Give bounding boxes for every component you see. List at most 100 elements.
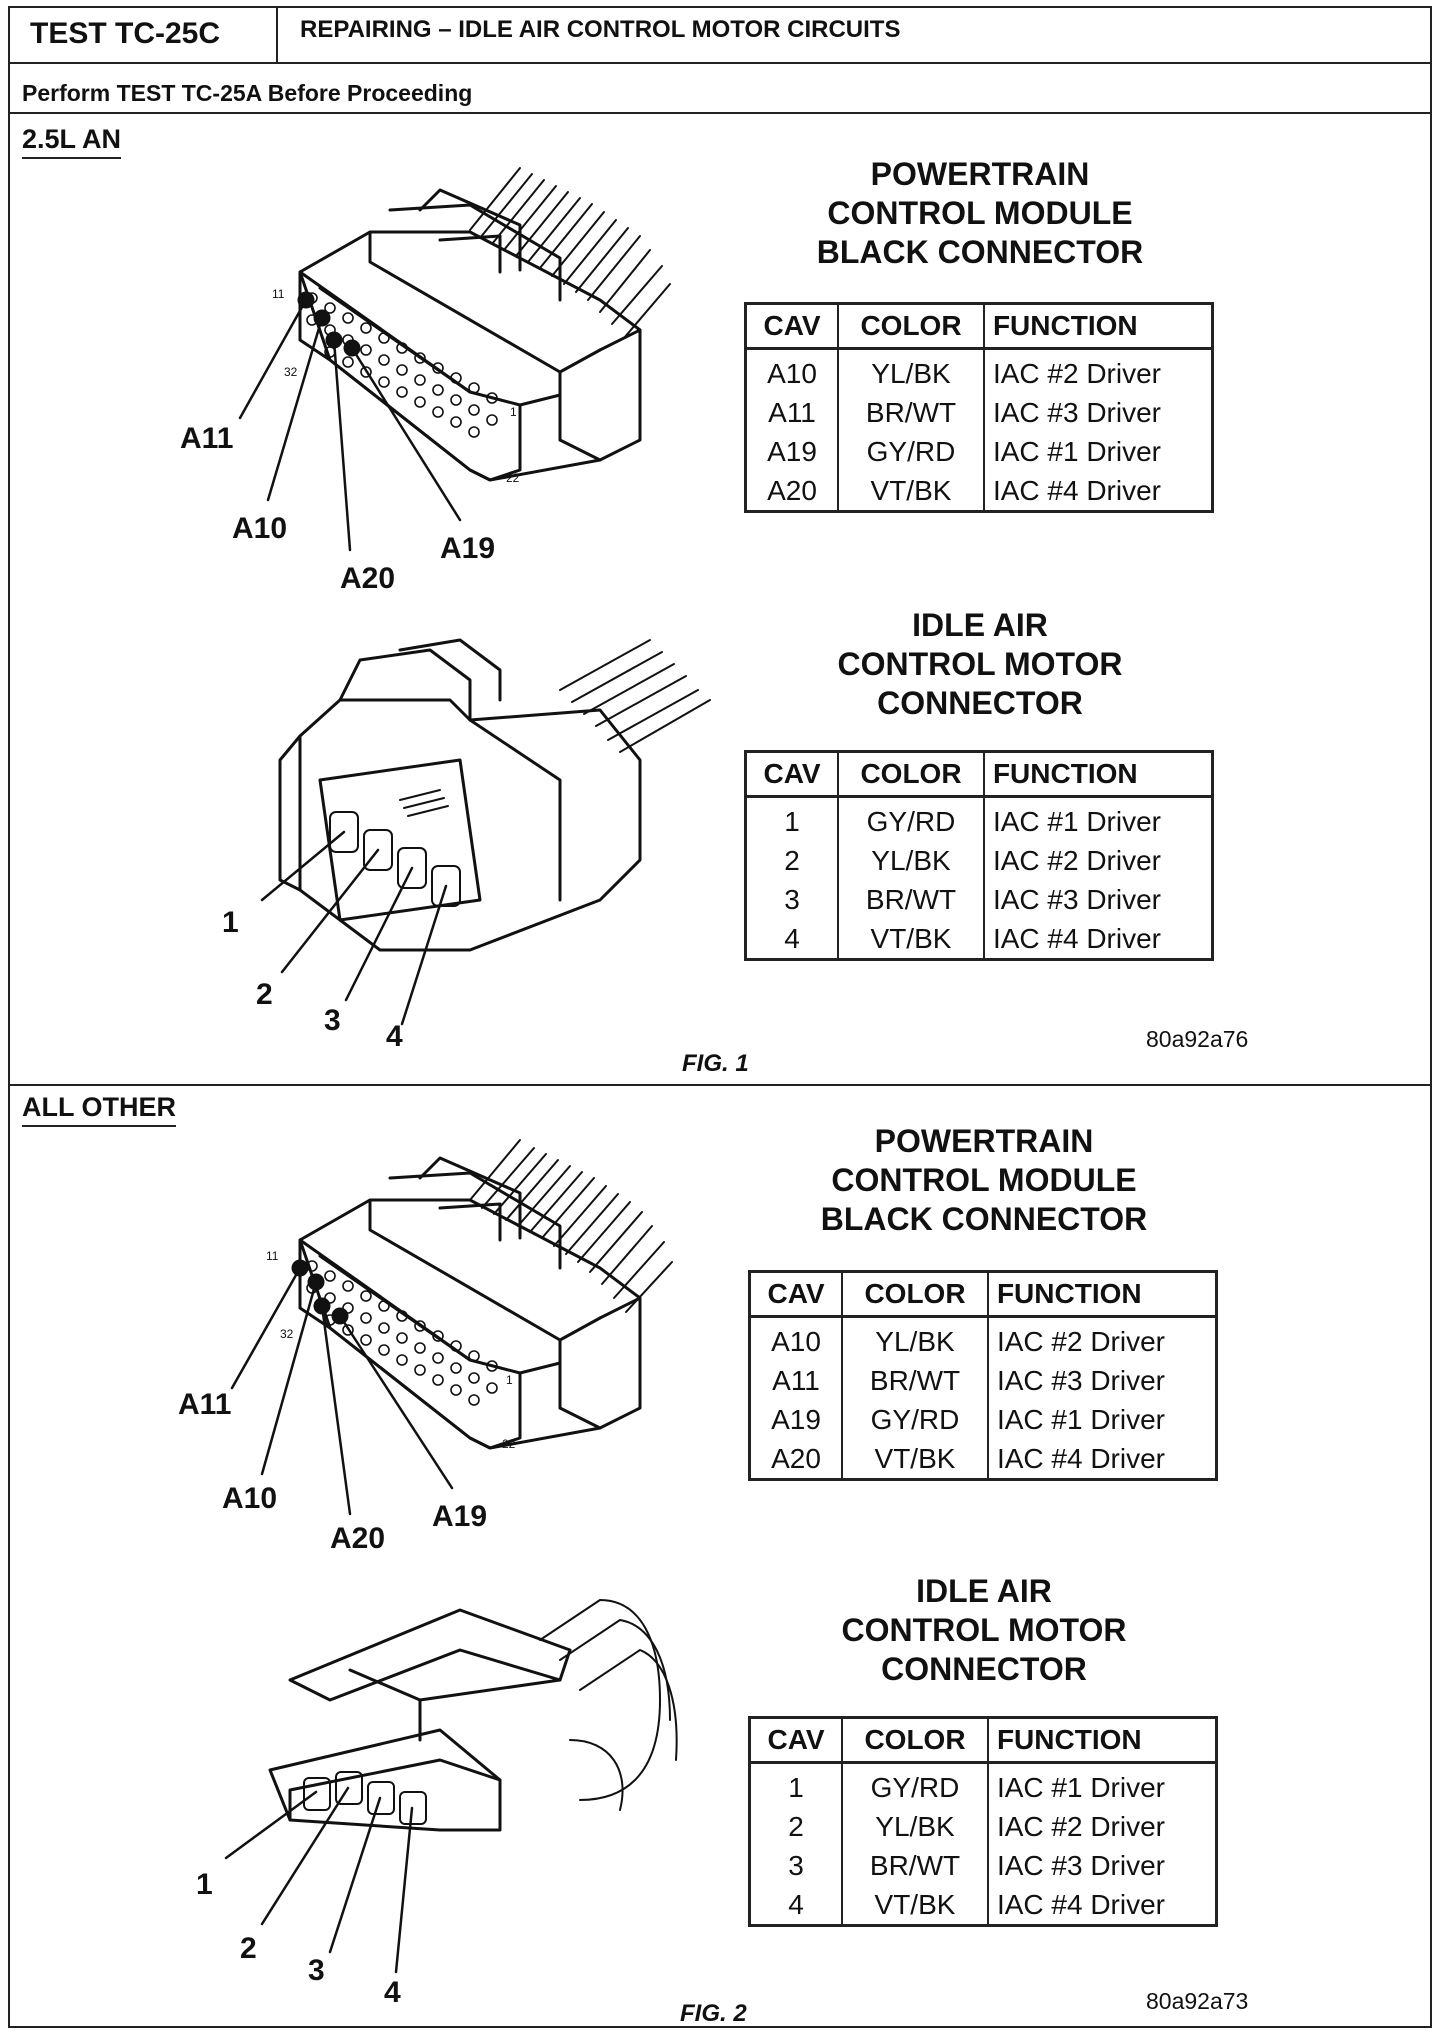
color-cell: BR/WT [842, 1846, 989, 1885]
title-line: POWERTRAIN [874, 1123, 1094, 1159]
color-cell: GY/RD [838, 432, 985, 471]
column-header: COLOR [842, 1717, 989, 1764]
test-title: REPAIRING – IDLE AIR CONTROL MOTOR CIRCU… [300, 16, 901, 43]
title-line: POWERTRAIN [870, 156, 1090, 192]
pin-number-label: 1 [506, 1373, 513, 1387]
table-row: 4 VT/BK IAC #4 Driver [745, 919, 1213, 960]
table-row: A10 YL/BK IAC #2 Driver [745, 348, 1213, 393]
title-line: IDLE AIR [916, 1573, 1052, 1609]
color-cell: VT/BK [838, 471, 985, 512]
function-cell: IAC #2 Driver [996, 1325, 1165, 1357]
pcm-connector-drawing-fig2 [230, 1139, 673, 1516]
table-row: 1 GY/RD IAC #1 Driver [745, 796, 1213, 841]
color-cell: YL/BK [842, 1316, 989, 1361]
function-cell: IAC #1 Driver [992, 805, 1161, 837]
pcm-callout-label: A10 [222, 1482, 277, 1515]
pin-number-label: 22 [506, 471, 520, 485]
function-cell: IAC #1 Driver [992, 435, 1161, 467]
function-cell: IAC #4 Driver [996, 1888, 1165, 1920]
column-header: FUNCTION [987, 1717, 1217, 1764]
pin-number-label: 11 [272, 287, 285, 301]
title-line: CONTROL MODULE [831, 1162, 1137, 1198]
pcm-title-fig2: POWERTRAIN CONTROL MODULE BLACK CONNECTO… [774, 1122, 1194, 1239]
title-line: CONNECTOR [881, 1651, 1087, 1687]
function-cell: IAC #4 Driver [996, 1442, 1165, 1474]
cav-cell: 3 [749, 1846, 844, 1885]
pcm-callout-label: A20 [340, 562, 395, 595]
section-label-all-other: ALL OTHER [22, 1092, 176, 1127]
table-row: A11 BR/WT IAC #3 Driver [745, 393, 1213, 432]
title-line: IDLE AIR [912, 607, 1048, 643]
table-row: 1 GY/RD IAC #1 Driver [749, 1762, 1217, 1807]
figure-caption-2: FIG. 2 [680, 2000, 747, 2027]
section-divider [8, 1084, 1432, 1086]
pin-number-label: 32 [280, 1327, 294, 1341]
table-row: 2 YL/BK IAC #2 Driver [749, 1807, 1217, 1846]
cav-cell: 3 [745, 880, 840, 919]
pcm-callout-label: A11 [178, 1388, 231, 1421]
function-cell: IAC #3 Driver [992, 883, 1161, 915]
function-cell: IAC #4 Driver [992, 922, 1161, 954]
title-line: CONTROL MOTOR [841, 1612, 1127, 1648]
column-header: COLOR [838, 303, 985, 350]
column-header: FUNCTION [987, 1271, 1217, 1318]
prerequisite-row [8, 64, 1432, 114]
pcm-callout-label: A19 [432, 1500, 487, 1533]
figure-code-2: 80a92a73 [1146, 1988, 1249, 2014]
color-cell: VT/BK [842, 1439, 989, 1480]
cav-cell: 1 [749, 1762, 844, 1807]
function-cell: IAC #2 Driver [992, 357, 1161, 389]
function-cell: IAC #2 Driver [996, 1810, 1165, 1842]
title-line: CONTROL MOTOR [837, 646, 1123, 682]
table-row: A11 BR/WT IAC #3 Driver [749, 1361, 1217, 1400]
cav-cell: A10 [749, 1316, 844, 1361]
figure-code-1: 80a92a76 [1146, 1026, 1249, 1052]
table-row: 3 BR/WT IAC #3 Driver [749, 1846, 1217, 1885]
pcm-connector-drawing-fig1 [238, 167, 671, 552]
function-cell: IAC #3 Driver [996, 1849, 1165, 1881]
column-header: CAV [749, 1271, 844, 1318]
cav-cell: A19 [749, 1400, 844, 1439]
section-label-2-5l-an: 2.5L AN [22, 124, 122, 159]
cav-cell: 2 [745, 841, 840, 880]
iac-callout-label: 3 [324, 1004, 341, 1037]
table-row: 3 BR/WT IAC #3 Driver [745, 880, 1213, 919]
cav-cell: 4 [745, 919, 840, 960]
title-line: BLACK CONNECTOR [820, 1201, 1148, 1237]
function-cell: IAC #3 Driver [992, 396, 1161, 428]
color-cell: BR/WT [838, 393, 985, 432]
iac-title-fig2: IDLE AIR CONTROL MOTOR CONNECTOR [774, 1572, 1194, 1689]
pcm-callout-label: A19 [440, 532, 495, 565]
function-cell: IAC #1 Driver [996, 1771, 1165, 1803]
pin-number-label: 1 [510, 405, 517, 419]
iac-pin-table-fig2: CAV COLOR FUNCTION 1 GY/RD IAC #1 Driver… [748, 1716, 1218, 1927]
iac-callout-label: 4 [384, 1976, 401, 2009]
color-cell: GY/RD [842, 1400, 989, 1439]
column-header: COLOR [842, 1271, 989, 1318]
iac-connector-drawing-fig2 [224, 1599, 678, 1974]
title-line: BLACK CONNECTOR [816, 234, 1144, 270]
pcm-pin-table-fig1: CAV COLOR FUNCTION A10 YL/BK IAC #2 Driv… [744, 302, 1214, 513]
column-header: FUNCTION [983, 303, 1213, 350]
table-row: 4 VT/BK IAC #4 Driver [749, 1885, 1217, 1926]
color-cell: GY/RD [838, 796, 985, 841]
figure-caption-1: FIG. 1 [682, 1050, 749, 1077]
header-row [8, 6, 1432, 64]
table-row: A20 VT/BK IAC #4 Driver [749, 1439, 1217, 1480]
column-header: FUNCTION [983, 751, 1213, 798]
color-cell: GY/RD [842, 1762, 989, 1807]
cav-cell: A20 [749, 1439, 844, 1480]
cav-cell: A19 [745, 432, 840, 471]
table-row: A20 VT/BK IAC #4 Driver [745, 471, 1213, 512]
iac-callout-label: 1 [222, 906, 239, 939]
color-cell: VT/BK [842, 1885, 989, 1926]
cav-cell: 4 [749, 1885, 844, 1926]
iac-callout-label: 3 [308, 1954, 325, 1987]
iac-pin-table-fig1: CAV COLOR FUNCTION 1 GY/RD IAC #1 Driver… [744, 750, 1214, 961]
column-header: CAV [745, 303, 840, 350]
table-row: 2 YL/BK IAC #2 Driver [745, 841, 1213, 880]
pin-number-label: 32 [284, 365, 298, 379]
function-cell: IAC #1 Driver [996, 1403, 1165, 1435]
pcm-callout-label: A11 [180, 422, 233, 455]
